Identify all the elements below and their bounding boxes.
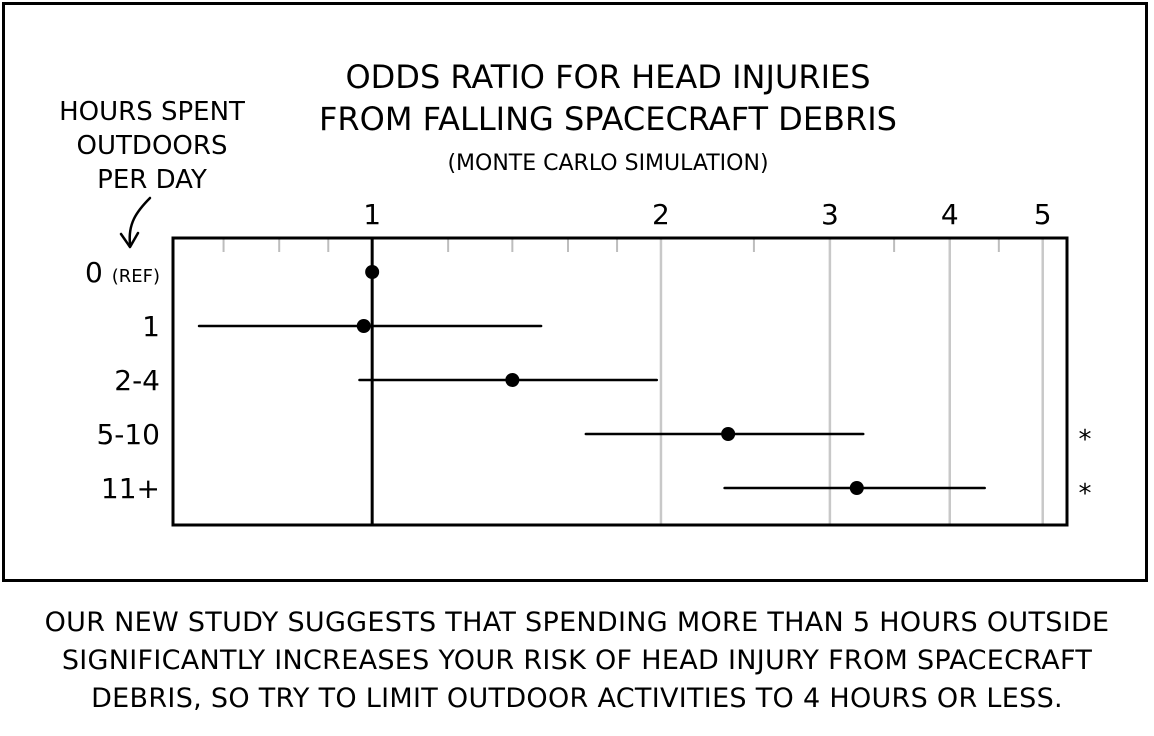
y-axis-label-line-3: PER DAY (97, 165, 207, 195)
estimate-series (197, 265, 986, 495)
point-estimate (721, 427, 736, 441)
caption: OUR NEW STUDY SUGGESTS THAT SPENDING MOR… (0, 604, 1154, 718)
x-tick-labels: 1 2 3 4 5 (363, 198, 1051, 231)
category-labels: 0 (REF) 1 2-4 5-10 11+ (85, 256, 160, 505)
category-label: 11+ (101, 472, 160, 505)
x-tick-label: 2 (652, 198, 670, 231)
y-axis-label-line-1: HOURS SPENT (59, 97, 245, 127)
arrow-head-icon (119, 231, 140, 249)
x-tick-label: 4 (941, 198, 959, 231)
significance-asterisk: * (1079, 479, 1092, 509)
chart-subtitle: (MONTE CARLO SIMULATION) (447, 151, 768, 176)
category-label: 5-10 (96, 418, 160, 451)
forest-plot: ODDS RATIO FOR HEAD INJURIES FROM FALLIN… (59, 58, 1092, 527)
significance-asterisk: * (1079, 425, 1092, 455)
point-estimate (356, 319, 371, 333)
caption-line-1: OUR NEW STUDY SUGGESTS THAT SPENDING MOR… (44, 607, 1110, 638)
y-axis-label: HOURS SPENT OUTDOORS PER DAY (59, 97, 245, 249)
caption-line-2: SIGNIFICANTLY INCREASES YOUR RISK OF HEA… (61, 645, 1093, 676)
grid-lines (659, 238, 1044, 525)
significance-markers: ** (1079, 425, 1092, 509)
category-label: 0 (REF) (85, 256, 160, 289)
point-estimate (365, 265, 380, 279)
x-tick-label: 5 (1034, 198, 1052, 231)
category-label: 1 (142, 310, 160, 343)
plot-frame (171, 236, 1069, 527)
caption-line-3: DEBRIS, SO TRY TO LIMIT OUTDOOR ACTIVITI… (91, 683, 1063, 714)
chart-title-line-1: ODDS RATIO FOR HEAD INJURIES (345, 58, 870, 96)
curved-arrow-icon (128, 196, 152, 246)
point-estimate (849, 481, 864, 495)
x-tick-label: 1 (363, 198, 381, 231)
point-estimate (505, 373, 520, 387)
chart-title-line-2: FROM FALLING SPACECRAFT DEBRIS (319, 100, 897, 138)
chart-title: ODDS RATIO FOR HEAD INJURIES FROM FALLIN… (319, 58, 897, 176)
category-label: 2-4 (114, 364, 160, 397)
minor-ticks (222, 238, 1000, 252)
x-tick-label: 3 (821, 198, 839, 231)
comic-panel (2, 2, 1148, 582)
y-axis-label-line-2: OUTDOORS (77, 131, 228, 161)
